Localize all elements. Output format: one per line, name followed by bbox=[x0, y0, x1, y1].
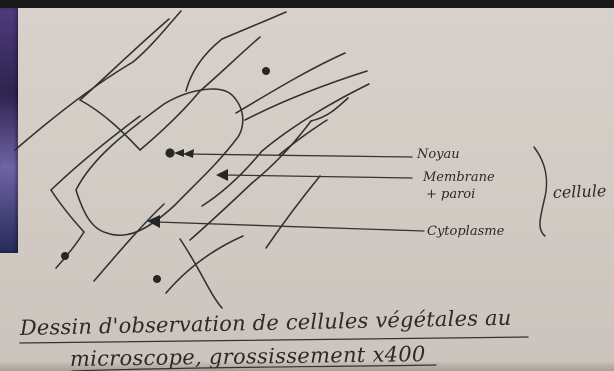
label-cellule: cellule bbox=[552, 181, 606, 202]
pointer-arrowheads bbox=[147, 149, 228, 228]
cell-line bbox=[278, 119, 328, 156]
cell-line bbox=[261, 83, 370, 152]
caption-line-2: microscope, grossissement x400 bbox=[70, 342, 426, 371]
nucleus-dot bbox=[174, 149, 184, 157]
nucleus-dot bbox=[61, 252, 69, 260]
cell-line bbox=[265, 175, 321, 249]
cell-line bbox=[251, 120, 312, 184]
cell-line bbox=[79, 18, 170, 101]
paper-background bbox=[0, 8, 614, 371]
cell-line bbox=[79, 99, 141, 151]
nucleus-dot bbox=[262, 67, 270, 75]
cell-line bbox=[199, 36, 261, 92]
cell-line bbox=[50, 115, 141, 191]
cell-line bbox=[185, 38, 223, 92]
cell-line bbox=[139, 90, 201, 151]
cytoplasme-arrowhead bbox=[147, 215, 160, 228]
caption-underline-second-line bbox=[71, 364, 437, 371]
cell-line bbox=[235, 52, 346, 114]
membrane-pointer-line bbox=[223, 174, 413, 179]
nucleus-dot bbox=[153, 275, 161, 283]
noyau-pointer-line bbox=[183, 153, 413, 158]
membrane-arrowhead bbox=[216, 169, 228, 181]
nuclei-dots bbox=[61, 67, 270, 283]
top-border bbox=[0, 0, 614, 8]
nucleus-dot bbox=[165, 148, 175, 158]
cell-line bbox=[93, 203, 165, 282]
cell-wall-lines bbox=[14, 10, 370, 309]
cell-line bbox=[201, 150, 263, 207]
cell-line bbox=[14, 10, 182, 151]
label-paroi: + paroi bbox=[426, 187, 475, 202]
cell-line bbox=[55, 231, 85, 269]
caption-line-1: Dessin d'observation de cellules végétal… bbox=[19, 306, 512, 340]
caption-underline bbox=[19, 336, 529, 344]
cell-line bbox=[165, 235, 244, 294]
cell-line bbox=[244, 70, 368, 121]
left-colored-strip bbox=[0, 8, 18, 253]
noyau-arrowhead bbox=[183, 149, 194, 158]
cell-line bbox=[50, 189, 85, 233]
central-cell-outline bbox=[75, 88, 244, 237]
label-noyau: Noyau bbox=[416, 147, 460, 162]
cellule-brace bbox=[533, 146, 548, 237]
cell-line bbox=[179, 238, 223, 309]
label-pointers bbox=[155, 153, 425, 232]
cell-line bbox=[221, 11, 287, 40]
label-membrane: Membrane bbox=[422, 170, 495, 185]
cell-line bbox=[310, 97, 349, 122]
label-cytoplasme: Cytoplasme bbox=[427, 224, 505, 239]
cell-line bbox=[189, 182, 253, 241]
cytoplasme-pointer-line bbox=[155, 221, 425, 232]
